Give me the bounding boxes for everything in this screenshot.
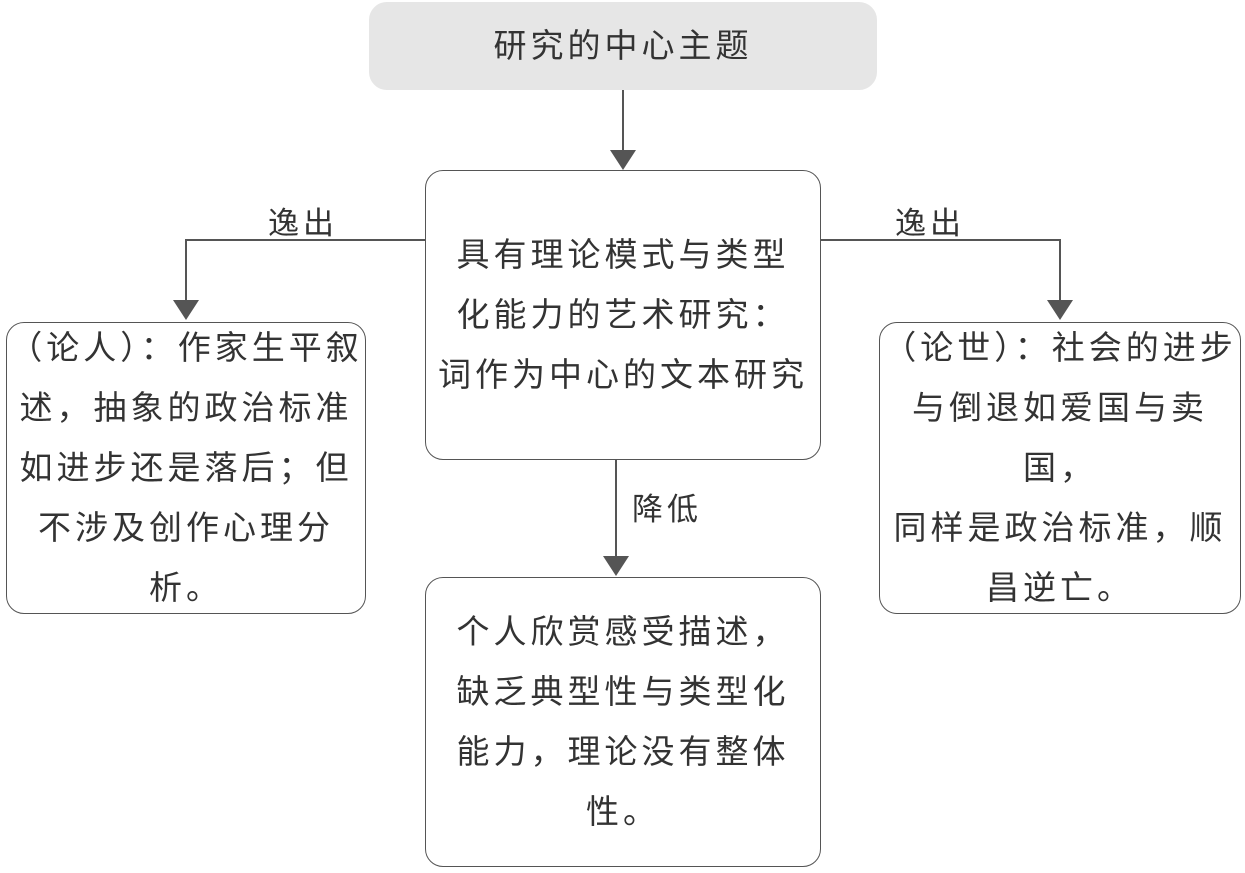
edge-label-lower: 降低 bbox=[632, 492, 702, 528]
edge-label-escape-left: 逸出 bbox=[268, 206, 338, 242]
node-personal-appreciation: 个人欣赏感受描述， 缺乏典型性与类型化 能力，理论没有整体性。 bbox=[425, 577, 821, 867]
arrowhead-center-to-left bbox=[173, 300, 199, 320]
node-on-society-line-4: 昌逆亡。 bbox=[986, 568, 1134, 607]
node-personal-appreciation-line-1: 个人欣赏感受描述， bbox=[456, 612, 790, 651]
node-central-topic: 研究的中心主题 bbox=[369, 2, 877, 90]
node-artistic-research-line-3: 词作为中心的文本研究 bbox=[438, 355, 808, 394]
edge-label-escape-right: 逸出 bbox=[895, 206, 965, 242]
node-personal-appreciation-line-3: 能力，理论没有整体性。 bbox=[456, 732, 790, 831]
node-on-person-line-2: 述，抽象的政治标准 bbox=[19, 388, 353, 427]
node-central-topic-line: 研究的中心主题 bbox=[493, 26, 753, 65]
node-artistic-research-line-1: 具有理论模式与类型 bbox=[456, 235, 790, 274]
node-artistic-research-line-2: 化能力的艺术研究： bbox=[456, 295, 790, 334]
node-on-society-line-2: 与倒退如爱国与卖国， bbox=[912, 388, 1208, 487]
node-personal-appreciation-line-2: 缺乏典型性与类型化 bbox=[456, 672, 790, 711]
node-on-society-line-1: （论世）：社会的进步 bbox=[883, 328, 1237, 367]
node-on-person-line-1: （论人）：作家生平叙 bbox=[9, 328, 363, 367]
arrowhead-top-to-center bbox=[610, 150, 636, 170]
node-on-person: （论人）：作家生平叙 述，抽象的政治标准 如进步还是落后；但 不涉及创作心理分析… bbox=[6, 322, 366, 614]
arrowhead-center-to-right bbox=[1047, 300, 1073, 320]
node-on-person-line-3: 如进步还是落后；但 bbox=[19, 448, 353, 487]
node-on-person-line-4: 不涉及创作心理分析。 bbox=[38, 508, 334, 607]
edge-center-to-left bbox=[185, 239, 425, 302]
node-artistic-research: 具有理论模式与类型 化能力的艺术研究： 词作为中心的文本研究 bbox=[425, 170, 821, 460]
edge-center-to-right bbox=[821, 239, 1061, 302]
node-on-society-line-3: 同样是政治标准，顺 bbox=[893, 508, 1227, 547]
node-on-society: （论世）：社会的进步 与倒退如爱国与卖国， 同样是政治标准，顺 昌逆亡。 bbox=[879, 322, 1241, 614]
arrowhead-center-to-bottom bbox=[603, 556, 629, 576]
